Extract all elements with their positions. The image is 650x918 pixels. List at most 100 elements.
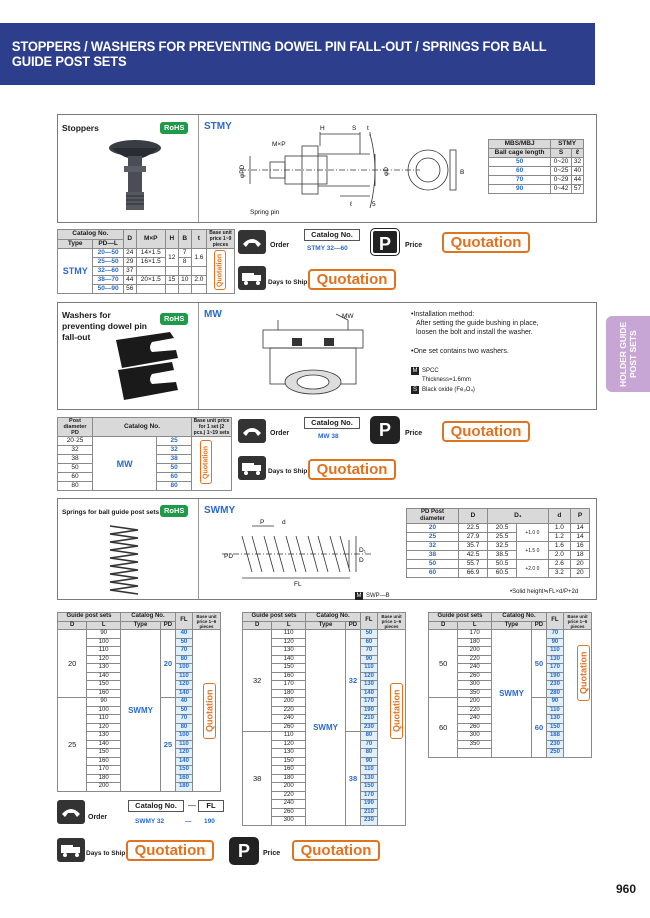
washers-price-quotation[interactable]: Quotation	[442, 421, 530, 442]
washers-price-p-icon: P	[371, 417, 399, 443]
solid-height-note: •Solid height≒FL×d/P+2d	[510, 589, 579, 595]
washer-drawing: MW	[262, 313, 364, 395]
washers-rohs-badge: RoHS	[160, 313, 189, 325]
washers-days-label: Days to Ship	[268, 468, 308, 475]
material-m-badge: M	[411, 367, 419, 375]
washers-note-2: After setting the guide bushing in place…	[416, 320, 539, 327]
price-p-icon: P	[371, 229, 399, 255]
dim-pd: φPD	[239, 164, 246, 178]
rohs-badge: RoHS	[160, 122, 189, 134]
stoppers-title: Stoppers	[62, 123, 99, 133]
page-number: 960	[615, 882, 636, 896]
mw-callout: MW	[342, 313, 354, 320]
washers-table-quotation[interactable]: Quotation	[200, 440, 212, 484]
springs-order-dash: —	[188, 801, 196, 810]
washers-days-quotation[interactable]: Quotation	[308, 459, 396, 480]
springs-order-fl-box: FL	[198, 800, 224, 812]
springs-series: SWMY	[204, 505, 236, 516]
springs-order-example-dash: —	[185, 818, 192, 825]
stoppers-price-label: Price	[405, 242, 423, 249]
dim-s: S	[352, 125, 357, 132]
washers-order-example: MW 38	[318, 433, 339, 440]
springs-table3-quotation[interactable]: Quotation	[577, 645, 590, 701]
washers-note-3: loosen the bolt and install the washer.	[416, 329, 533, 336]
spring-dim-d: d	[282, 519, 286, 526]
page-header: STOPPERS / WASHERS FOR PREVENTING DOWEL …	[0, 23, 595, 85]
washers-divider	[198, 303, 199, 409]
washers-note-1: •Installation method:	[411, 311, 475, 318]
spring-dim-pd: PD	[224, 553, 233, 560]
washers-order-catalog-box: Catalog No.	[304, 417, 360, 429]
washers-title: Washers for preventing dowel pin fall-ou…	[62, 310, 148, 342]
spring-dim-dd: D	[359, 557, 364, 564]
page-title: STOPPERS / WASHERS FOR PREVENTING DOWEL …	[11, 39, 547, 69]
springs-order-catalog-box: Catalog No.	[128, 800, 184, 812]
side-tab-label: HOLDER GUIDE POST SETS	[618, 321, 638, 387]
stoppers-series: STMY	[204, 121, 232, 132]
stoppers-days-label: Days to Ship	[268, 279, 308, 286]
stoppers-price-quotation[interactable]: Quotation	[442, 232, 530, 253]
spring-dim-p: P	[260, 519, 264, 526]
springs-days-label: Days to Ship	[86, 850, 126, 857]
springs-truck-icon	[57, 838, 85, 862]
springs-price-label: Price	[263, 850, 281, 857]
dim-d: φD	[383, 167, 390, 176]
side-tab[interactable]: HOLDER GUIDE POST SETS	[606, 316, 650, 392]
washers-note-4: •One set contains two washers.	[411, 348, 509, 355]
springs-phone-icon	[57, 800, 85, 824]
springs-title: Springs for ball guide post sets	[62, 509, 160, 516]
stoppers-days-quotation[interactable]: Quotation	[308, 269, 396, 290]
truck-icon	[238, 266, 266, 290]
washers-order-label: Order	[270, 430, 290, 437]
spring-dim-fl: FL	[294, 581, 302, 588]
surface-s-badge: S	[411, 386, 419, 394]
washers-thickness: Thickness=1.6mm	[422, 377, 471, 383]
washers-surface: Black oxide (Fe₃O₄)	[422, 387, 475, 393]
dim-t: t	[367, 125, 369, 132]
washers-phone-icon	[238, 419, 266, 443]
spring-pin-label: Spring pin	[250, 209, 280, 216]
dim-h: H	[320, 125, 325, 132]
phone-order-icon	[238, 230, 266, 254]
washers-price-label: Price	[405, 430, 423, 437]
springs-divider	[198, 499, 199, 599]
dim-mxp: M×P	[272, 141, 286, 148]
springs-order-example-type: SWMY 32	[135, 818, 165, 825]
dim-five: 5	[372, 201, 376, 208]
spring-dim-d1: D₁	[359, 547, 367, 554]
stopper-image	[109, 140, 161, 210]
springs-material: SWP—B	[366, 593, 390, 599]
springs-rohs-badge: RoHS	[160, 505, 189, 517]
springs-order-label: Order	[88, 814, 108, 821]
spring-drawing: P d PD FL D₁ D	[222, 519, 372, 588]
springs-price-p-icon: P	[230, 838, 258, 864]
springs-days-quotation[interactable]: Quotation	[126, 840, 214, 861]
washers-material: SPCC	[422, 368, 439, 374]
stopper-drawing: H S t M×P φPD φD ℓ 5 Spring pin B	[239, 125, 464, 216]
dim-b: B	[460, 169, 464, 176]
washers-series: MW	[204, 309, 222, 320]
stoppers-order-label: Order	[270, 242, 290, 249]
stoppers-order-catalog-box: Catalog No.	[304, 229, 360, 241]
springs-table2-quotation[interactable]: Quotation	[390, 683, 403, 739]
washer-image	[116, 332, 178, 400]
stoppers-table-quotation[interactable]: Quotation	[214, 250, 226, 290]
springs-price-quotation[interactable]: Quotation	[292, 840, 380, 861]
springs-order-example-fl: 190	[204, 818, 215, 825]
stoppers-divider	[198, 115, 199, 222]
springs-table1-quotation[interactable]: Quotation	[203, 683, 216, 739]
